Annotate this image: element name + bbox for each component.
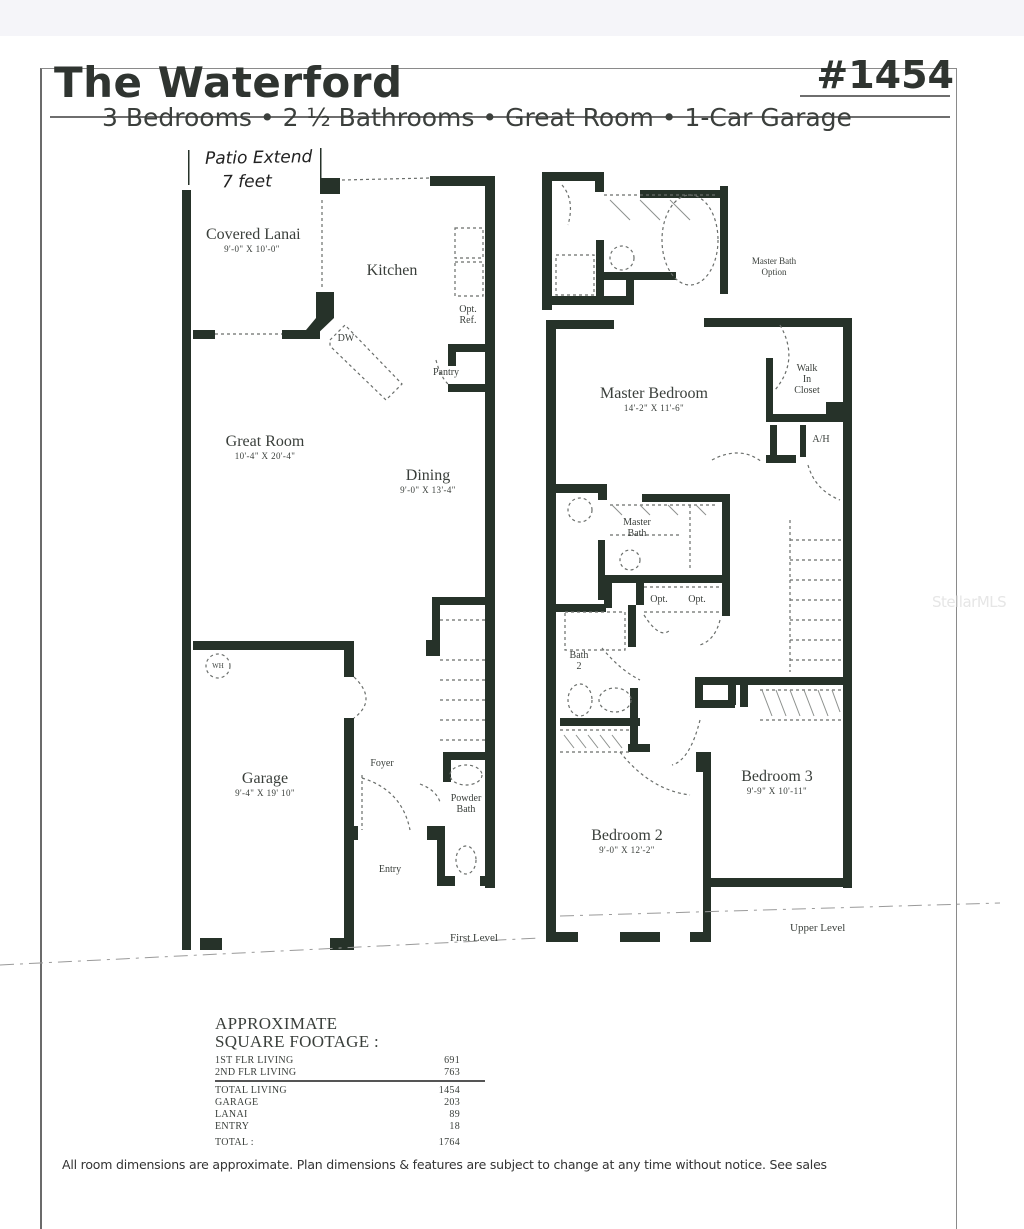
- room-bedroom-2: Bedroom 2 9'-0" X 12'-2": [577, 827, 677, 856]
- sqft-row-label: GARAGE: [215, 1096, 259, 1108]
- room-master-bath: Master Bath: [612, 517, 662, 539]
- plan-subtitle: 3 Bedrooms • 2 ½ Bathrooms • Great Room …: [102, 103, 852, 132]
- pantry-label: Pantry: [432, 367, 460, 378]
- master-bath-option-line1: Master Bath: [751, 256, 797, 266]
- walk-in-closet-line1: Walk: [796, 363, 818, 374]
- plan-number: #1454: [816, 53, 954, 97]
- room-dining: Dining 9'-0" X 13'-4": [378, 467, 478, 496]
- room-name: Covered Lanai: [206, 226, 301, 243]
- room-name: Kitchen: [366, 262, 418, 279]
- sqft-title-line2: SQUARE FOOTAGE :: [215, 1032, 380, 1051]
- number-rule: [800, 95, 950, 97]
- sqft-row-value: 1454: [438, 1084, 460, 1096]
- opt-closet-2: Opt.: [688, 594, 706, 605]
- square-footage-table: APPROXIMATE SQUARE FOOTAGE : 1ST FLR LIV…: [215, 1015, 485, 1149]
- walk-in-closet-line3: Closet: [794, 385, 820, 396]
- sqft-row: 2ND FLR LIVING 763: [215, 1067, 460, 1079]
- room-name: Great Room: [225, 433, 305, 450]
- sqft-row-label: LANAI: [215, 1108, 248, 1120]
- sqft-row-label: TOTAL LIVING: [215, 1084, 287, 1096]
- sqft-divider: [215, 1080, 485, 1082]
- room-air-handler: A/H: [812, 434, 830, 445]
- room-walk-in-closet: Walk In Closet: [782, 363, 832, 396]
- room-name: Master Bedroom: [600, 385, 708, 402]
- master-bath-line1: Master: [623, 517, 651, 528]
- sqft-row-label: TOTAL :: [215, 1136, 254, 1148]
- top-strip: [0, 0, 1024, 36]
- room-dims: 10'-4" X 20'-4": [234, 451, 296, 461]
- page-border: [40, 68, 957, 1229]
- room-entry: Entry: [378, 864, 402, 875]
- room-name: Bedroom 2: [591, 827, 663, 844]
- sqft-row: 1ST FLR LIVING 691: [215, 1055, 460, 1067]
- sqft-row: ENTRY 18: [215, 1121, 460, 1133]
- room-dims: 9'-0" X 10'-0": [224, 244, 280, 254]
- room-powder-bath: Powder Bath: [450, 793, 482, 815]
- room-foyer: Foyer: [370, 758, 394, 769]
- sqft-row-label: 1ST FLR LIVING: [215, 1055, 294, 1066]
- watermark: StellarMLS: [932, 593, 1007, 611]
- sqft-title-line1: APPROXIMATE: [215, 1014, 338, 1033]
- room-dims: 9'-9" X 10'-11": [746, 786, 808, 796]
- room-name: Garage: [241, 770, 289, 787]
- bath-2-line2: 2: [576, 661, 582, 672]
- master-bath-option-label: Master Bath Option: [744, 256, 804, 278]
- walk-in-closet-line2: In: [802, 374, 812, 385]
- sqft-row-value: 763: [444, 1067, 460, 1078]
- closet-hatching: [563, 199, 841, 749]
- sqft-row: LANAI 89: [215, 1109, 460, 1121]
- opt-ref-line1: Opt.: [459, 304, 477, 315]
- room-dims: 14'-2" X 11'-6": [623, 403, 685, 413]
- room-dims: 9'-0" X 12'-2": [599, 845, 655, 855]
- upper-level-label: Upper Level: [790, 922, 846, 934]
- room-kitchen: Kitchen: [352, 262, 432, 280]
- level-baseline: [0, 902, 1001, 966]
- room-bedroom-3: Bedroom 3 9'-9" X 10'-11": [722, 768, 832, 797]
- title-rule: [50, 116, 950, 118]
- first-level-label: First Level: [450, 932, 498, 944]
- opt-closet-1: Opt.: [650, 594, 668, 605]
- sqft-row: TOTAL LIVING 1454: [215, 1085, 460, 1097]
- room-name: Dining: [405, 467, 451, 484]
- sqft-row-label: 2ND FLR LIVING: [215, 1067, 297, 1078]
- master-bath-line2: Bath: [627, 528, 647, 539]
- sqft-row-total: TOTAL : 1764: [215, 1137, 460, 1149]
- disclaimer-text: All room dimensions are approximate. Pla…: [62, 1157, 827, 1172]
- opt-ref-line2: Ref.: [459, 315, 477, 326]
- water-heater-label: WH: [212, 662, 224, 670]
- fixture-outlines: [205, 177, 843, 875]
- sqft-row-value: 18: [449, 1120, 460, 1132]
- sqft-row-label: ENTRY: [215, 1120, 250, 1132]
- sqft-row-value: 89: [449, 1108, 460, 1120]
- room-bath-2: Bath 2: [564, 650, 594, 672]
- opt-ref-label: Opt. Ref.: [452, 304, 484, 326]
- bath-2-line1: Bath: [569, 650, 589, 661]
- room-dims: 9'-4" X 19' 10": [235, 788, 295, 798]
- room-garage: Garage 9'-4" X 19' 10": [210, 770, 320, 799]
- room-dims: 9'-0" X 13'-4": [400, 485, 456, 495]
- room-name: Bedroom 3: [741, 768, 813, 785]
- sqft-row-value: 203: [444, 1096, 460, 1108]
- master-bath-option-line2: Option: [761, 267, 787, 277]
- sqft-row-value: 1764: [438, 1136, 460, 1148]
- sqft-row-value: 691: [444, 1055, 460, 1066]
- room-great-room: Great Room 10'-4" X 20'-4": [200, 433, 330, 462]
- room-covered-lanai: Covered Lanai 9'-0" X 10'-0": [206, 226, 301, 255]
- dishwasher-label: DW: [337, 333, 355, 344]
- room-master-bedroom: Master Bedroom 14'-2" X 11'-6": [584, 385, 724, 414]
- walls: [182, 148, 852, 950]
- page-title: The Waterford: [54, 58, 403, 107]
- sqft-row: GARAGE 203: [215, 1097, 460, 1109]
